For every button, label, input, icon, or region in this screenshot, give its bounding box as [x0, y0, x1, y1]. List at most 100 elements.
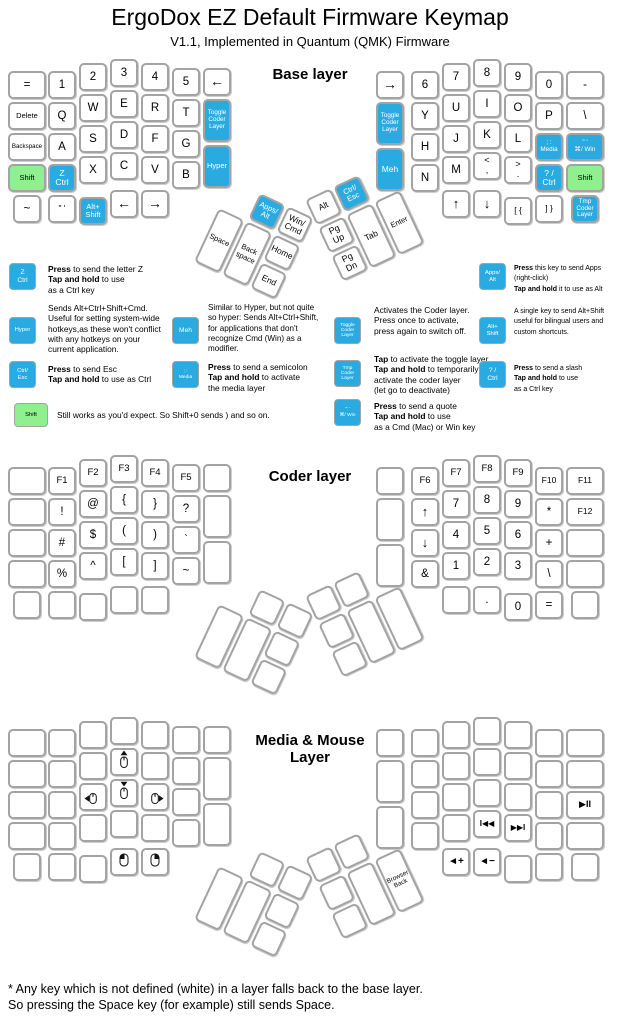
key-media: ; :Media: [535, 133, 563, 161]
blank-key: [110, 810, 138, 838]
legend-text: Still works as you'd expect. So Shift+0 …: [57, 410, 270, 420]
blank-key: [48, 729, 76, 757]
key-delete: Delete: [8, 102, 46, 130]
arrow-up-key: ↑: [411, 498, 439, 526]
key-symbol: ] }: [535, 195, 563, 223]
key-f8: F8: [473, 455, 501, 483]
key-5: 5: [172, 68, 200, 96]
key-f9: F9: [504, 459, 532, 487]
blank-key: [48, 822, 76, 850]
prev-track-icon: I◀◀: [479, 818, 495, 828]
blank-key: [79, 814, 107, 842]
key-backspace: Backspace: [8, 133, 46, 161]
blank-key: [110, 586, 138, 614]
blank-key: [411, 760, 439, 788]
footnote-line-1: * Any key which is not defined (white) i…: [8, 982, 423, 996]
key-f5: F5: [172, 464, 200, 492]
key-ctrl: ? /Ctrl: [535, 164, 563, 192]
blank-key: [79, 855, 107, 883]
key-symbol: ^: [79, 552, 107, 580]
key-symbol: ?: [172, 495, 200, 523]
arrow-left-icon: ←: [117, 195, 131, 212]
key-symbol: .: [473, 586, 501, 614]
blank-key: [141, 814, 169, 842]
blank-key: [8, 529, 46, 557]
coder-layer-title: Coder layer: [268, 468, 352, 485]
blank-key: [79, 721, 107, 749]
key-3: 3: [110, 59, 138, 87]
key-s: S: [79, 125, 107, 153]
key-meh: Meh: [376, 148, 404, 191]
key-j: J: [442, 125, 470, 153]
blank-key: [535, 853, 563, 881]
key-f4: F4: [141, 459, 169, 487]
arrow-right-key: →: [376, 71, 404, 99]
blank-key: [8, 498, 46, 526]
blank-key: [376, 544, 404, 587]
blank-key: [141, 752, 169, 780]
vol-up-key: ◄+: [442, 848, 470, 876]
key-5: 5: [473, 517, 501, 545]
blank-key: [203, 495, 231, 538]
key-a: A: [48, 133, 76, 161]
blank-key: [13, 591, 41, 619]
key-9: 9: [504, 63, 532, 91]
key-symbol: " ': [48, 195, 76, 223]
key-d: D: [110, 121, 138, 149]
blank-key: [376, 806, 404, 849]
blank-key: [376, 760, 404, 803]
key-symbol: @: [79, 490, 107, 518]
key-f7: F7: [442, 459, 470, 487]
key-shift: Shift: [8, 164, 46, 192]
blank-key: [411, 822, 439, 850]
vol-up-icon: ◄+: [448, 855, 464, 867]
blank-key: [473, 717, 501, 745]
key-4: 4: [442, 521, 470, 549]
blank-key: [535, 760, 563, 788]
blank-key: [48, 760, 76, 788]
key-2: 2: [473, 548, 501, 576]
blank-key: [141, 586, 169, 614]
blank-key: [566, 760, 604, 788]
key-h: H: [411, 133, 439, 161]
legend-text: Press this key to send Apps(right-click)…: [514, 265, 603, 293]
media-layer-title: Media & Mouse Layer: [255, 732, 365, 766]
blank-key: [504, 752, 532, 780]
arrow-right-icon: →: [148, 195, 162, 212]
mouse-btn2-key: [141, 848, 169, 876]
blank-key: [48, 853, 76, 881]
key-f2: F2: [79, 459, 107, 487]
blank-key: [203, 803, 231, 846]
blank-key: [504, 783, 532, 811]
key-hyper: Hyper: [203, 145, 231, 188]
legend-key-win: " '⌘/ Win: [334, 399, 361, 426]
blank-key: [566, 529, 604, 557]
key-1: 1: [48, 71, 76, 99]
base-layer-title: Base layer: [272, 66, 348, 83]
left-thumb-cluster: [180, 576, 314, 725]
key-e: E: [110, 90, 138, 118]
blank-key: [110, 717, 138, 745]
page-title: ErgoDox EZ Default Firmware Keymap: [111, 4, 509, 30]
next-track-key: ▶▶I: [504, 814, 532, 842]
key-i: I: [473, 90, 501, 118]
arrow-up-icon: ↑: [452, 195, 460, 211]
key-shift: Shift: [566, 164, 604, 192]
arrow-right-key: →: [141, 190, 169, 218]
key-symbol: [: [110, 548, 138, 576]
key-symbol: %: [48, 560, 76, 588]
mouse-right-icon: [146, 785, 164, 808]
blank-key: [473, 779, 501, 807]
blank-key: [203, 464, 231, 492]
key-7: 7: [442, 490, 470, 518]
key-symbol: #: [48, 529, 76, 557]
key-2: 2: [79, 63, 107, 91]
mouse-left-icon: [84, 785, 102, 808]
key-r: R: [141, 94, 169, 122]
